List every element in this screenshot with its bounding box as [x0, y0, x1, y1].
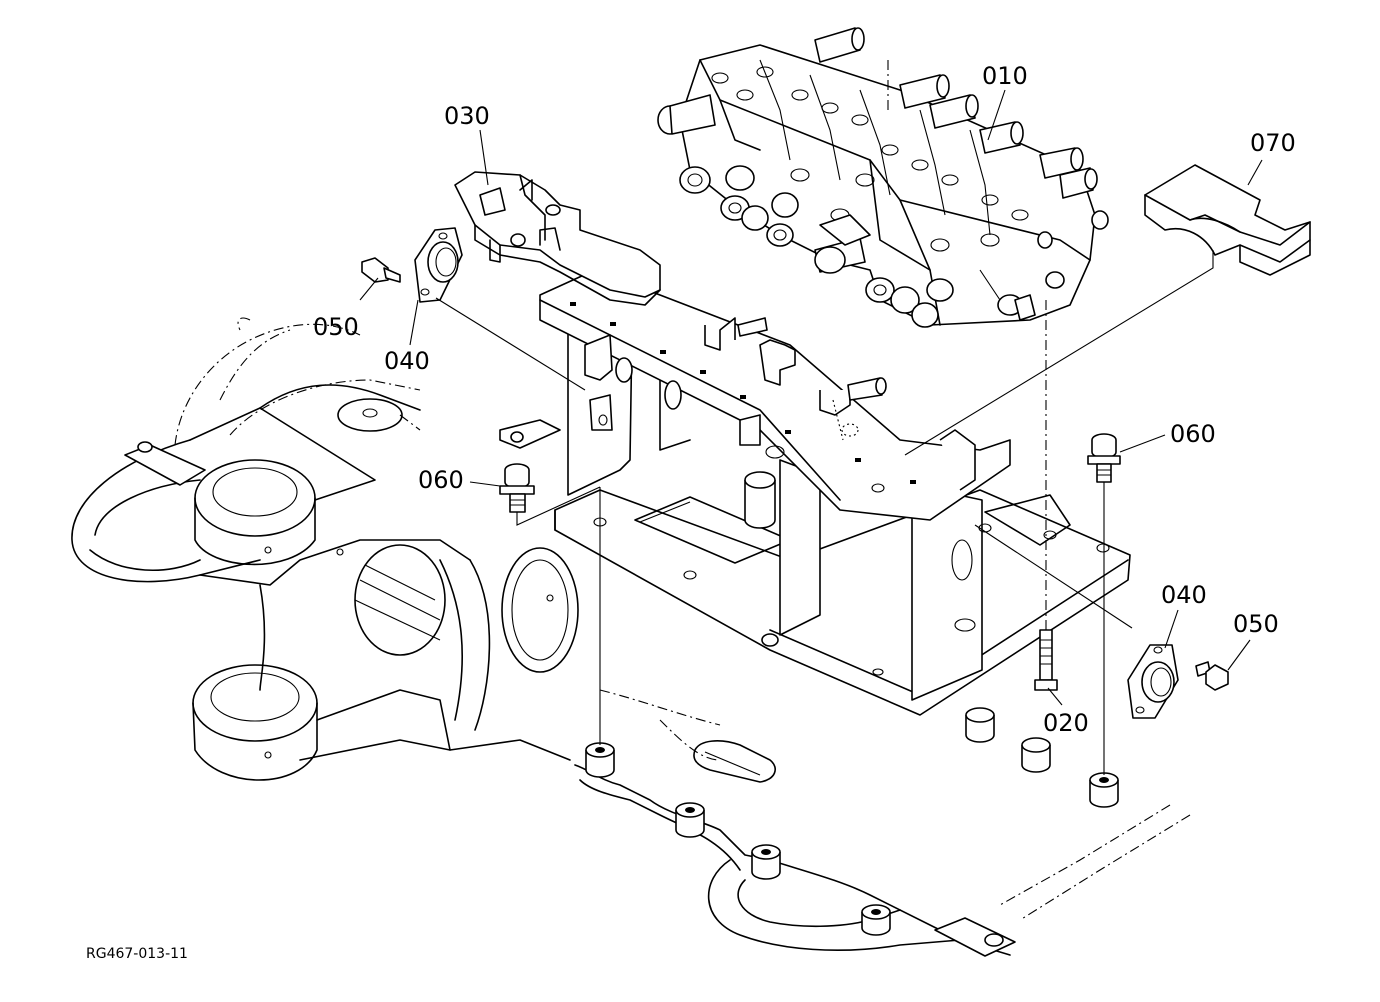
spacer-1: [585, 742, 615, 778]
spacer-7: [1089, 772, 1119, 808]
part-060-bolt-left: [499, 463, 535, 513]
spacer-3: [751, 844, 781, 880]
callout-070: 070: [1250, 129, 1296, 157]
beam-slots: [570, 302, 916, 484]
valve-mount-bracket: [499, 269, 1131, 716]
callout-030: 030: [444, 102, 490, 130]
callout-010: 010: [982, 62, 1028, 90]
part-030-bracket: [454, 171, 661, 306]
callout-040-left: 040: [384, 347, 430, 375]
valve-spools: [657, 27, 1109, 328]
callout-050-left: 050: [313, 313, 359, 341]
valve-ports: [711, 66, 1029, 252]
callout-060-right: 060: [1170, 420, 1216, 448]
callout-060-left: 060: [418, 466, 464, 494]
part-040-flange-right: [1127, 644, 1179, 719]
drawing-code: RG467-013-11: [86, 946, 188, 962]
part-020-stud: [1034, 629, 1058, 691]
callout-040-right: 040: [1161, 581, 1207, 609]
callout-050-right: 050: [1233, 610, 1279, 638]
swing-frame: [71, 317, 579, 781]
part-010-control-valve: [657, 27, 1109, 328]
spacer-2: [675, 802, 705, 838]
floor-plate: [574, 689, 1191, 957]
explosion-lines: [435, 60, 1214, 775]
part-050-bolt-right: [1195, 661, 1229, 691]
part-060-bolt-right: [1087, 433, 1121, 483]
spacer-6: [1021, 737, 1051, 773]
callouts: 010 020 030 040 040 050 050 060 060 070 …: [86, 62, 1296, 962]
spacer-5: [965, 707, 995, 743]
part-070-plate: [1144, 164, 1311, 276]
spacers: [585, 707, 1119, 936]
spacer-4: [861, 904, 891, 936]
callout-leaders: [359, 89, 1263, 706]
callout-020: 020: [1043, 709, 1089, 737]
part-050-bolt-left: [361, 257, 401, 283]
part-040-flange-left: [414, 227, 463, 303]
